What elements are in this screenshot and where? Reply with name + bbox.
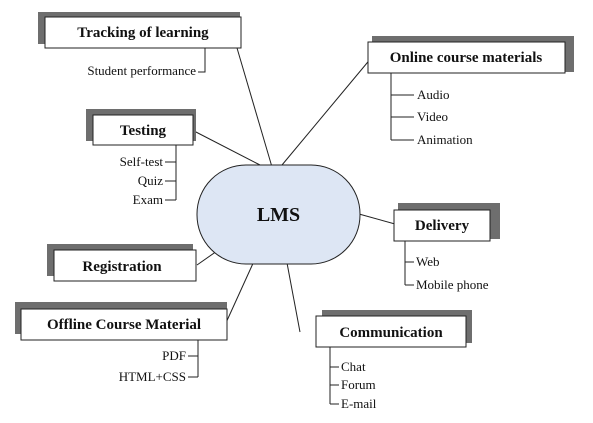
online-item-1: Video: [417, 109, 448, 124]
offline-box: [20, 308, 228, 341]
node-communication: Communication Chat Forum E-mail: [315, 310, 472, 411]
offline-item-0: PDF: [162, 348, 186, 363]
delivery-box: [393, 209, 491, 242]
testing-label: Testing: [120, 123, 167, 139]
testing-item-1: Quiz: [138, 173, 164, 188]
online-item-2: Animation: [417, 132, 473, 147]
offline-label: Offline Course Material: [47, 317, 201, 333]
testing-item-0: Self-test: [120, 154, 164, 169]
node-testing: Testing Self-test Quiz Exam: [86, 109, 196, 207]
offline-item-1: HTML+CSS: [119, 369, 186, 384]
connector-delivery: [358, 213, 396, 225]
online-label: Online course materials: [390, 50, 543, 66]
connectors: [193, 47, 396, 333]
tracking-box: [44, 16, 242, 49]
delivery-item-0: Web: [416, 254, 440, 269]
delivery-label: Delivery: [415, 218, 470, 234]
node-registration: Registration: [47, 244, 197, 282]
online-box: [367, 41, 566, 74]
communication-item-1: Forum: [341, 377, 376, 392]
node-online: Online course materials Audio Video Anim…: [367, 36, 574, 147]
connector-communication: [286, 262, 301, 333]
online-item-0: Audio: [417, 87, 450, 102]
testing-item-2: Exam: [133, 192, 163, 207]
tracking-item-0: Student performance: [87, 63, 196, 78]
tracking-branch: [198, 48, 206, 73]
connector-testing: [193, 130, 263, 167]
node-delivery: Delivery Web Mobile phone: [393, 203, 500, 292]
registration-label: Registration: [82, 259, 162, 275]
center-node: LMS: [196, 164, 361, 265]
connector-offline: [224, 258, 256, 326]
communication-item-2: E-mail: [341, 396, 377, 411]
connector-online: [281, 56, 373, 166]
registration-box: [53, 249, 197, 282]
delivery-item-1: Mobile phone: [416, 277, 489, 292]
testing-box: [92, 114, 194, 146]
communication-box: [315, 315, 467, 348]
node-offline: Offline Course Material PDF HTML+CSS: [15, 302, 228, 384]
connector-tracking: [236, 47, 273, 168]
center-shape: [196, 164, 361, 265]
node-tracking: Tracking of learning Student performance: [38, 12, 242, 78]
communication-label: Communication: [339, 325, 443, 341]
communication-item-0: Chat: [341, 359, 366, 374]
center-label: LMS: [257, 204, 300, 226]
tracking-label: Tracking of learning: [77, 25, 209, 41]
